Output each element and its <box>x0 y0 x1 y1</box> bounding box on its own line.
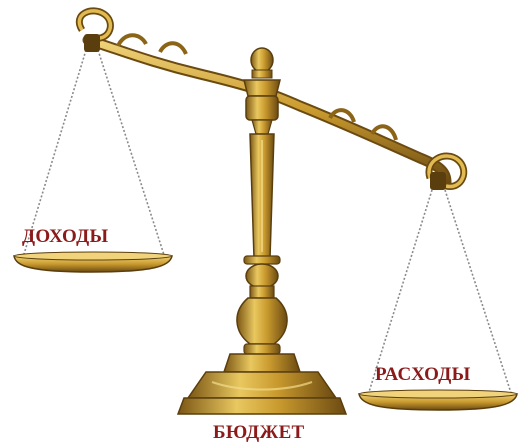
right-pan <box>359 390 517 410</box>
left-pan <box>14 252 172 272</box>
scale-column <box>178 48 346 414</box>
income-label: ДОХОДЫ <box>22 226 108 248</box>
budget-label: БЮДЖЕТ <box>213 422 305 444</box>
expense-label: РАСХОДЫ <box>375 364 471 386</box>
